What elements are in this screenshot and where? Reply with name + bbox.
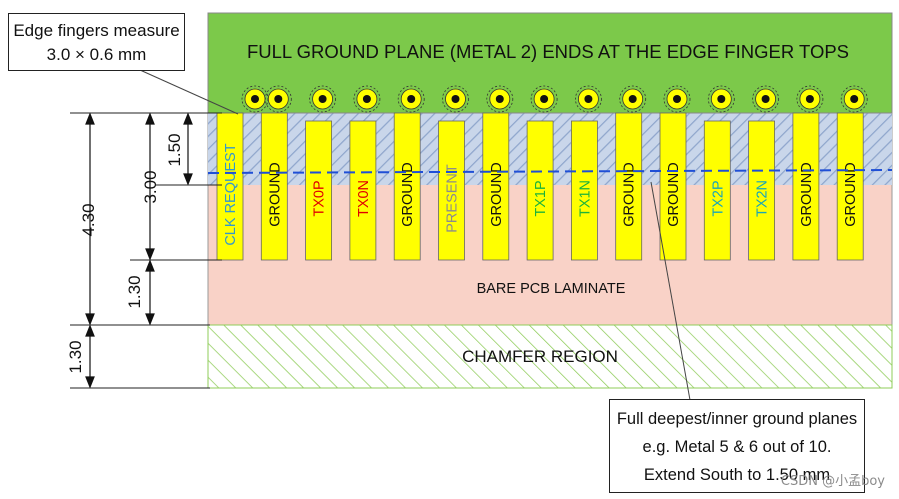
via-keepout-ring xyxy=(663,85,691,113)
edge-finger xyxy=(792,112,820,261)
via-hole xyxy=(584,95,593,103)
edge-finger xyxy=(482,112,510,261)
via-hole xyxy=(850,95,859,103)
chamfer-label: CHAMFER REGION xyxy=(462,347,618,366)
inner-plane-dashed-line xyxy=(207,169,893,174)
edge-finger-label: GROUND xyxy=(666,162,682,226)
edge-finger-label: GROUND xyxy=(843,162,859,226)
via-keepout-ring xyxy=(442,85,469,113)
edge-finger xyxy=(438,120,465,261)
dimension-arrows xyxy=(85,112,193,389)
edge-callout-leader xyxy=(139,69,239,115)
via-hole xyxy=(362,95,371,103)
via-keepout-ring xyxy=(530,85,558,113)
via-hole xyxy=(673,95,681,103)
dim-plane-extend-label: 1.50 xyxy=(165,133,184,166)
bare-laminate-label: BARE PCB LAMINATE xyxy=(477,281,626,297)
via-keepout-ring xyxy=(752,85,779,113)
via-hole xyxy=(805,95,814,103)
watermark: CSDN @小孟boy xyxy=(780,474,885,489)
edge-fingers-callout: Edge fingers measure 3.0 × 0.6 mm xyxy=(8,13,185,71)
via-keepout-ring xyxy=(707,85,735,113)
edge-finger-label: TX1N xyxy=(577,180,593,217)
edge-finger xyxy=(615,112,643,261)
edge-finger xyxy=(393,112,421,261)
edge-finger-label: TX2P xyxy=(710,180,726,216)
edge-finger xyxy=(659,112,687,261)
via-keepout-ring xyxy=(796,85,824,113)
via-hole xyxy=(451,95,460,103)
via-keepout-ring xyxy=(353,85,381,113)
edge-callout-line-1: Edge fingers measure xyxy=(13,21,180,40)
planes-callout-line-2: e.g. Metal 5 & 6 out of 10. xyxy=(642,438,832,456)
planes-callout-line-3: Extend South to 1.50 mm xyxy=(643,466,831,484)
planes-callout-leader xyxy=(650,181,691,401)
edge-finger-label: TX2N xyxy=(755,180,771,217)
via-hole xyxy=(761,95,770,103)
via-keepout-ring xyxy=(486,85,514,113)
edge-finger xyxy=(260,112,288,261)
dimension-extension-lines xyxy=(70,112,222,389)
planes-callout-line-1: Full deepest/inner ground planes xyxy=(616,410,858,428)
edge-callout-line-2: 3.0 × 0.6 mm xyxy=(46,45,147,64)
dim-total-label: 4.30 xyxy=(79,203,98,236)
edge-finger-label: TX0N xyxy=(356,180,372,217)
via-hole xyxy=(717,95,726,103)
chamfer-region xyxy=(207,324,893,389)
via-pad xyxy=(251,95,259,103)
via-keepout-ring xyxy=(619,85,647,113)
dim-bare-label: 1.30 xyxy=(125,275,144,308)
via-keepout-ring xyxy=(397,85,425,113)
via-hole xyxy=(407,95,416,103)
edge-finger-label: PRESENT xyxy=(445,164,461,233)
via-keepout-ring xyxy=(575,85,602,113)
edge-finger-label: TX0P xyxy=(312,180,328,216)
edge-finger xyxy=(703,120,731,261)
via-keepout-ring xyxy=(309,85,337,113)
edge-finger xyxy=(571,120,598,261)
via-hole xyxy=(274,95,283,103)
edge-finger-label: TX1P xyxy=(533,180,549,216)
edge-finger xyxy=(836,112,864,261)
via-hole xyxy=(495,95,504,103)
inner-planes-callout: Full deepest/inner ground planes e.g. Me… xyxy=(609,399,865,493)
via-hole xyxy=(628,95,637,103)
edge-finger xyxy=(349,120,377,261)
dim-finger-label: 3.00 xyxy=(141,170,160,203)
edge-finger-label: GROUND xyxy=(489,162,505,226)
edge-fingers: CLK REQUEST GROUND TX0P TX0N GROUND PRESENT GR… xyxy=(216,85,868,261)
edge-finger xyxy=(748,120,775,261)
edge-finger xyxy=(526,120,554,261)
dim-chamfer-label: 1.30 xyxy=(66,340,85,373)
ground-plane-title: FULL GROUND PLANE (METAL 2) ENDS AT THE … xyxy=(247,41,849,62)
via-pad xyxy=(241,85,269,113)
edge-finger-label: GROUND xyxy=(799,162,815,226)
via-keepout-ring xyxy=(840,85,868,113)
edge-finger-label: GROUND xyxy=(267,162,283,226)
edge-finger-label: GROUND xyxy=(400,162,416,226)
via-hole xyxy=(318,95,327,103)
via-hole xyxy=(540,95,549,103)
edge-finger xyxy=(216,112,244,261)
edge-finger-label: CLK REQUEST xyxy=(223,143,239,245)
edge-finger-label: GROUND xyxy=(622,162,638,226)
edge-finger xyxy=(305,120,333,261)
